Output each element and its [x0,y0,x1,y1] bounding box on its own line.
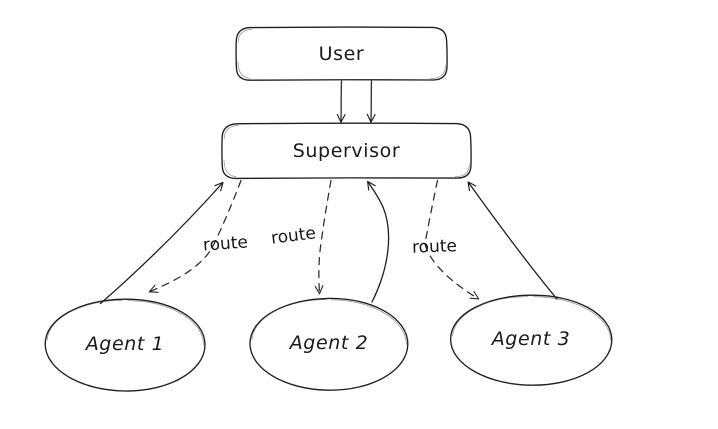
node-label-agent3: Agent 3 [491,328,571,350]
node-label-agent2: Agent 2 [289,332,369,354]
node-agent2[interactable] [249,297,409,391]
node-label-supervisor: Supervisor [292,140,401,162]
edge-agent2-to-supervisor [368,182,390,303]
edge-supervisor-to-agent2 [314,179,332,295]
node-label-agent1: Agent 1 [85,333,165,355]
node-supervisor[interactable] [221,122,472,180]
edge-supervisor-to-user [371,80,372,121]
edge-agent3-to-supervisor [469,183,558,300]
edge-user-to-supervisor [341,80,342,122]
node-agent1[interactable] [44,298,206,392]
node-user[interactable] [235,26,448,81]
edge-agent1-to-supervisor [99,183,223,305]
node-label-user: User [318,43,365,65]
edge-label-route-1: route [202,232,249,256]
edge-supervisor-to-agent3 [424,179,480,300]
edge-label-route-3: route [411,236,458,258]
node-agent3[interactable] [449,294,613,386]
